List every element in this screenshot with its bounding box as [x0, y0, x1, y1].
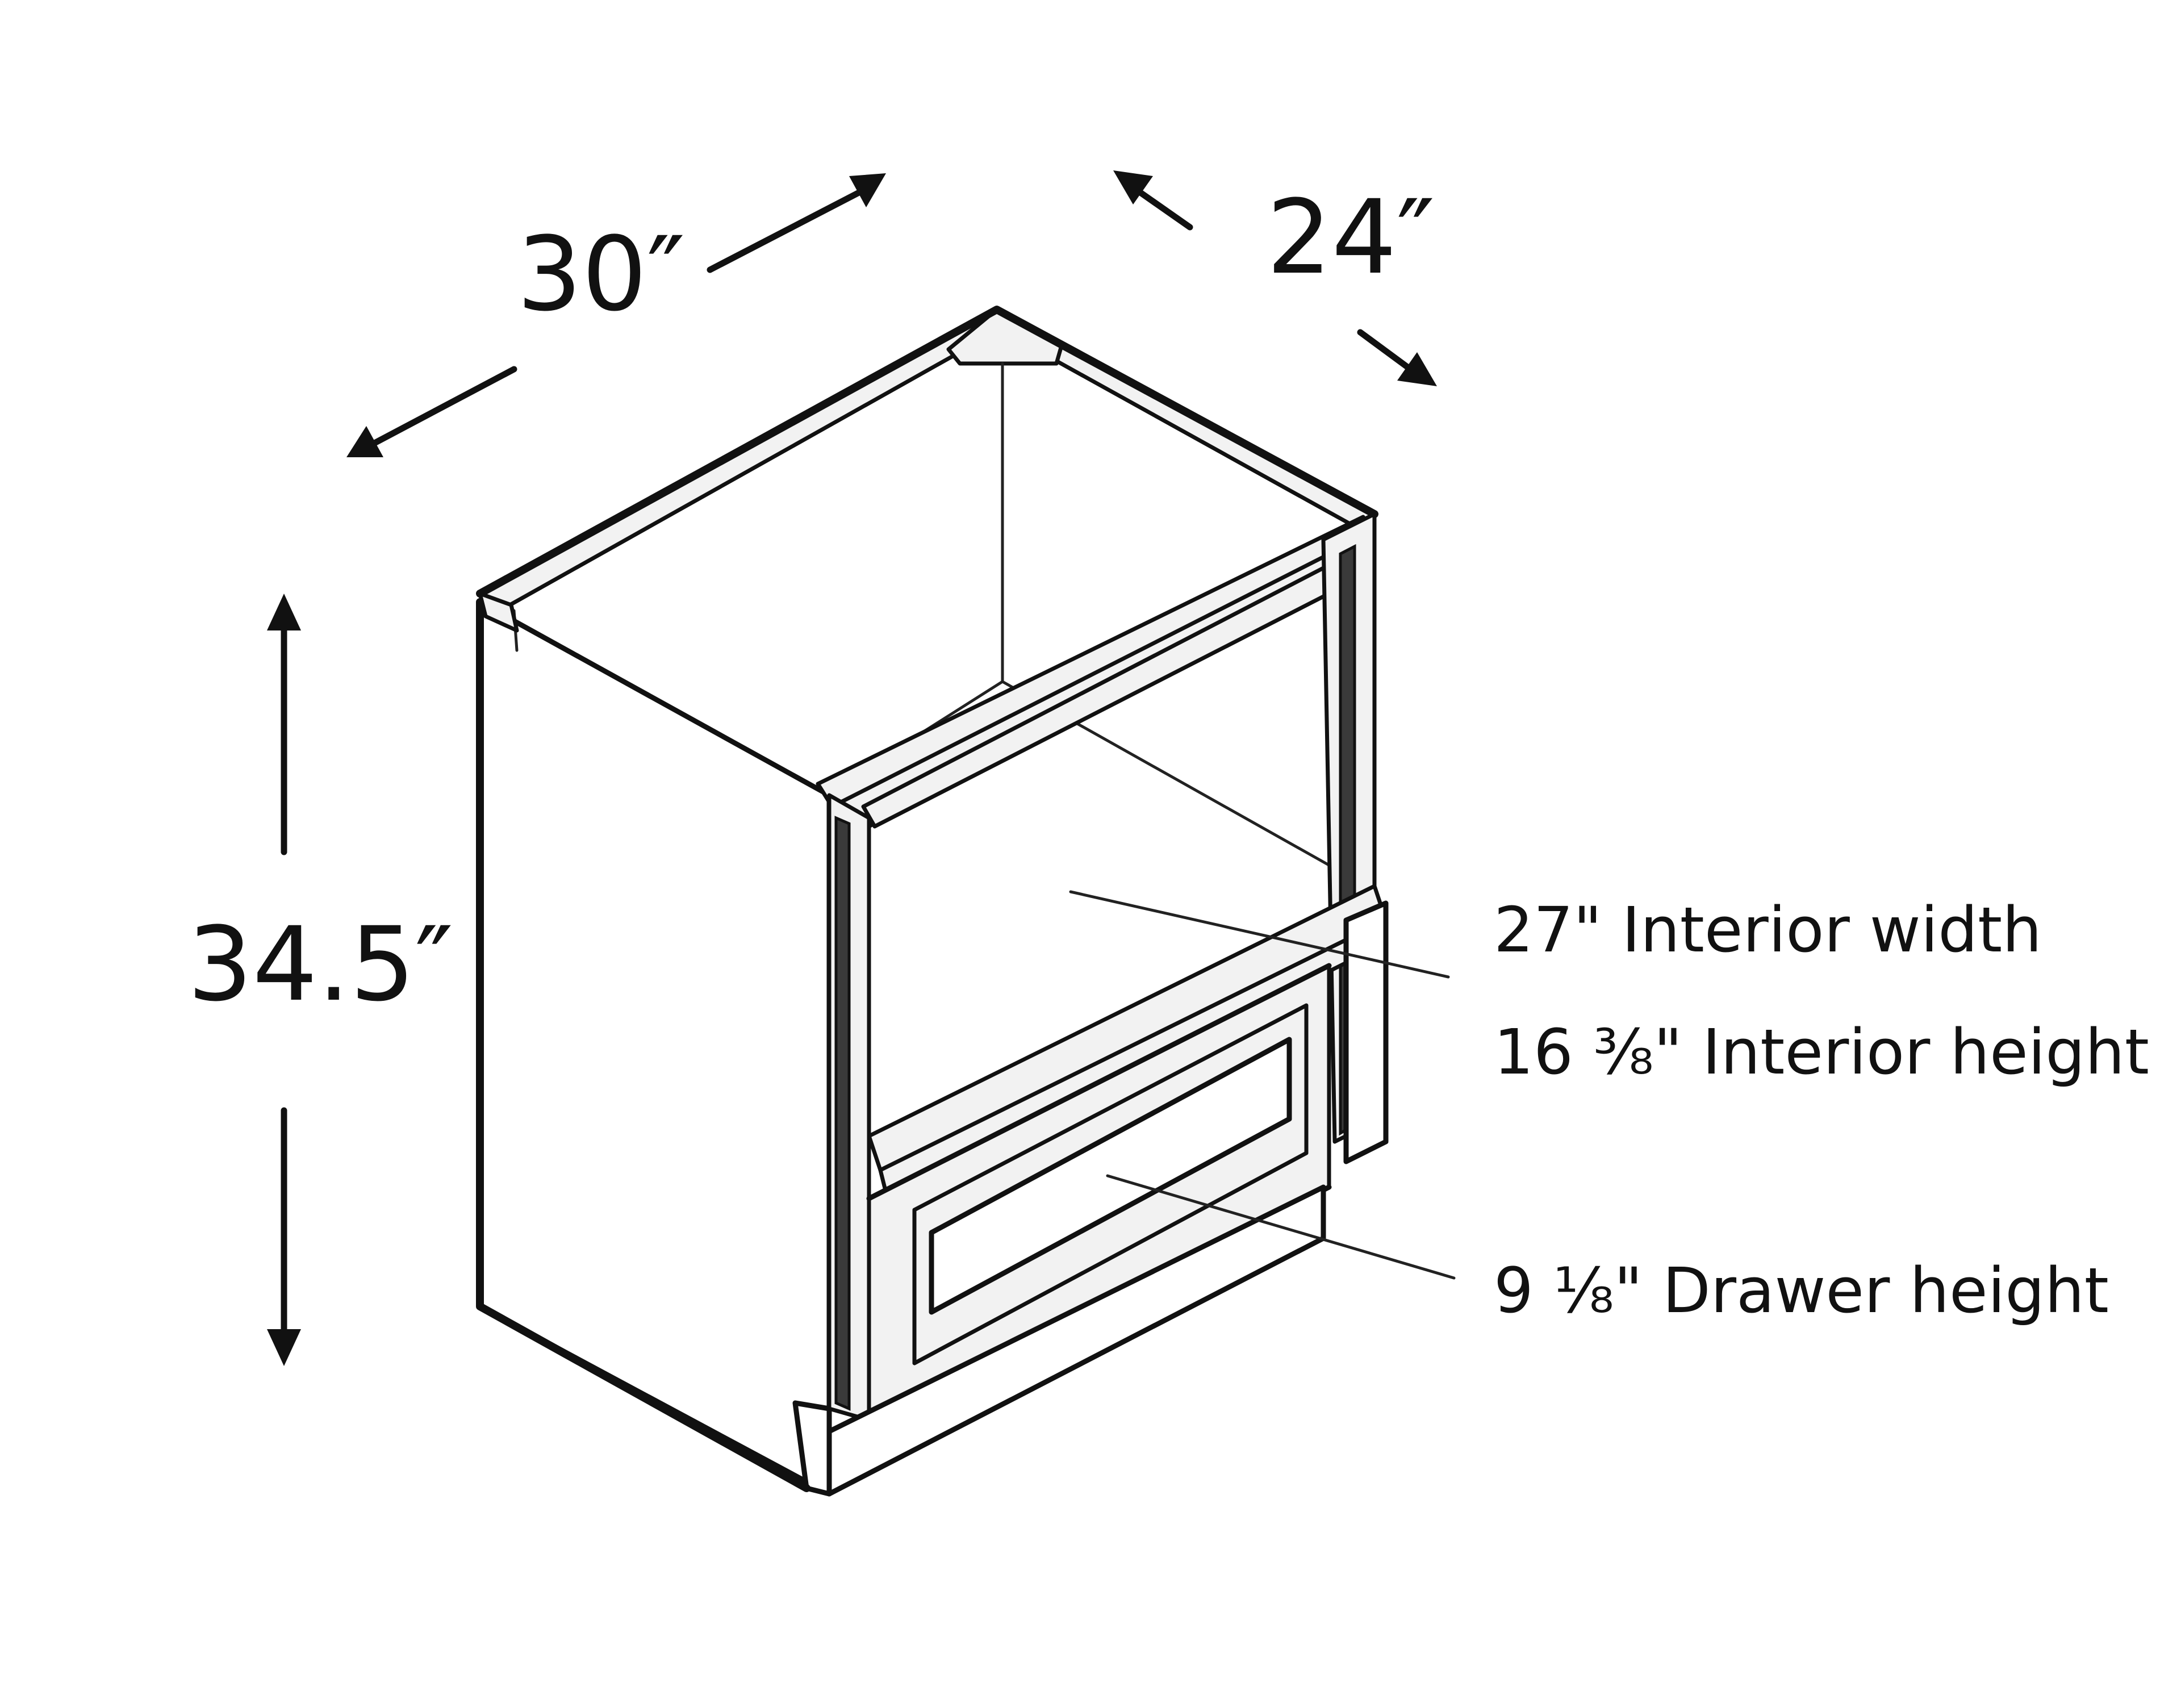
left-side-panel [477, 599, 832, 1497]
callout-leaders [1069, 890, 1456, 1280]
width-arrows [346, 173, 886, 457]
depth-arrow-upper [1130, 184, 1193, 231]
height-arrowhead-upper [267, 594, 301, 630]
height-label: 34.5″ [187, 905, 453, 1024]
width-label: 30″ [517, 215, 685, 334]
interior-width-callout: 27" Interior width [1494, 893, 2042, 966]
width-arrow-lower [366, 366, 517, 449]
interior-width-leader [1069, 890, 1450, 979]
cabinet-drawing [476, 306, 1389, 1497]
top-front-rail [816, 515, 1377, 809]
width-arrowhead-upper [849, 173, 886, 207]
height-arrowhead-lower [267, 1329, 301, 1366]
depth-arrow-lower [1357, 329, 1418, 375]
height-arrows [267, 594, 301, 1366]
outline-left [476, 598, 810, 1492]
left-stile-edge [834, 816, 851, 1411]
drawer-top-line [866, 963, 1332, 1201]
width-arrowhead-lower [346, 426, 383, 457]
depth-arrowhead-upper [1113, 170, 1153, 204]
depth-arrows [1113, 170, 1437, 386]
top-back-left-rail [478, 307, 1008, 613]
outline-top [476, 306, 1378, 598]
depth-arrowhead-lower [1397, 352, 1437, 386]
right-lower-panel [1343, 900, 1389, 1164]
interior-height-callout: 16 ⅜" Interior height [1494, 1016, 2149, 1088]
width-arrow-upper [707, 187, 867, 273]
depth-label: 24″ [1267, 178, 1435, 297]
drawer-height-leader [1106, 1174, 1456, 1280]
drawer-height-callout: 9 ⅛" Drawer height [1494, 1254, 2109, 1327]
face-frame-top-rail-inner [861, 566, 1331, 829]
